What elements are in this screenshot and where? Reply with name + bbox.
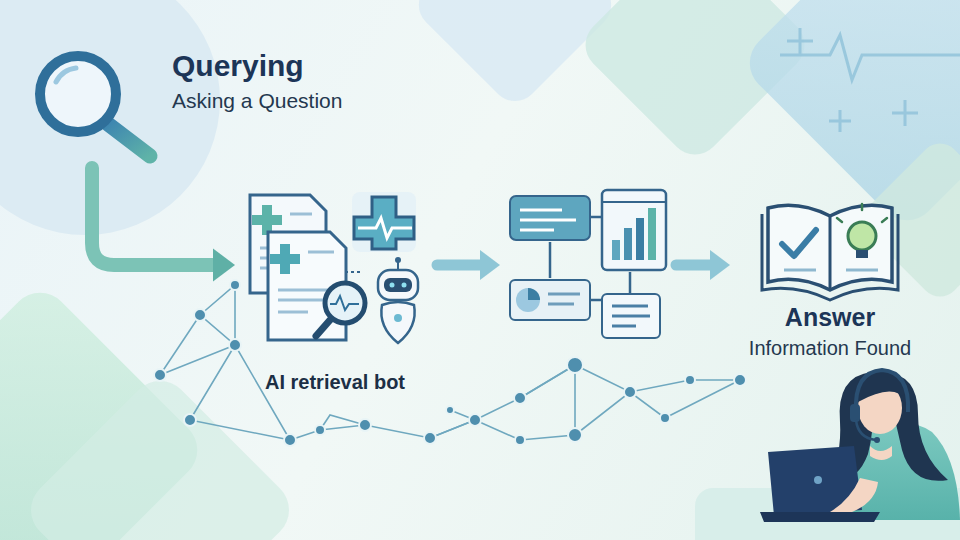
medical-cross-tile — [345, 192, 416, 272]
step-heading: Answer — [785, 302, 875, 332]
magnifier-icon — [40, 56, 150, 156]
flow-arrow — [437, 250, 730, 280]
text-group: AnswerInformation Found — [730, 302, 930, 360]
text-group: QueryingAsking a Question — [172, 48, 342, 113]
answer-step: AnswerInformation Found — [730, 190, 930, 366]
step-subtitle: Asking a Question — [172, 88, 342, 113]
lens-icon — [316, 283, 365, 336]
arrow-shaft — [676, 260, 714, 271]
retrieval-step: AI retrieval bot — [235, 162, 435, 402]
query-step: QueryingAsking a Question — [30, 40, 400, 168]
ecg-pattern — [780, 28, 960, 132]
dashboard-icon — [510, 190, 666, 338]
bg-tile — [19, 369, 302, 540]
arrow-shaft — [437, 260, 484, 271]
step-heading: Querying — [172, 48, 304, 84]
network-dots — [154, 280, 746, 446]
flow-arrow — [92, 168, 235, 282]
arrowhead — [213, 249, 235, 282]
arrowhead — [710, 250, 730, 280]
robot-icon — [378, 257, 418, 343]
arrow-shaft — [92, 168, 217, 265]
arrowhead — [480, 250, 500, 280]
step-subtitle: Information Found — [749, 336, 911, 360]
bg-circle — [0, 0, 220, 235]
step-label: AI retrieval bot — [265, 370, 405, 394]
network-lines — [160, 285, 740, 440]
book-icon — [762, 204, 898, 300]
text-group: AI retrieval bot — [235, 370, 435, 394]
support-agent-figure — [695, 370, 960, 540]
